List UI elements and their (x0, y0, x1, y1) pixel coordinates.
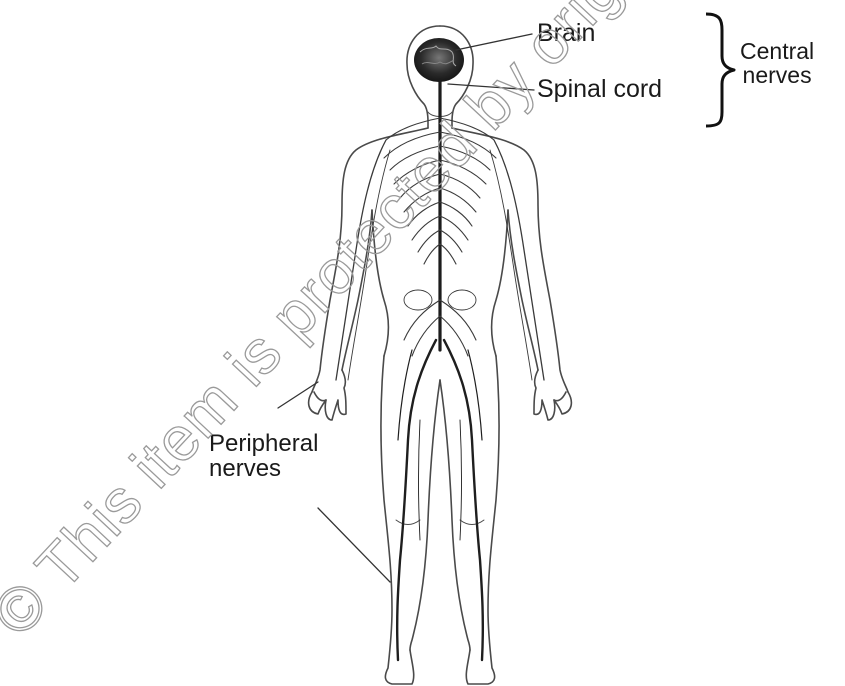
peripheral-leg-pointer-line (318, 508, 390, 582)
leg-nerves (397, 340, 483, 660)
label-brain: Brain (537, 20, 595, 46)
label-peripheral-line1: Peripheral (209, 431, 318, 456)
brain-shape (414, 38, 464, 82)
label-peripheral-line2: nerves (209, 456, 318, 481)
central-brace (706, 14, 734, 126)
label-central-nerves: Central nerves (740, 39, 814, 87)
label-central-line1: Central (740, 39, 814, 63)
label-peripheral-nerves: Peripheral nerves (209, 431, 318, 481)
spinal-cord-pointer-line (448, 84, 534, 90)
label-central-line2: nerves (740, 63, 814, 87)
peripheral-arm-pointer-line (278, 382, 318, 408)
label-spinal-cord: Spinal cord (537, 76, 662, 102)
